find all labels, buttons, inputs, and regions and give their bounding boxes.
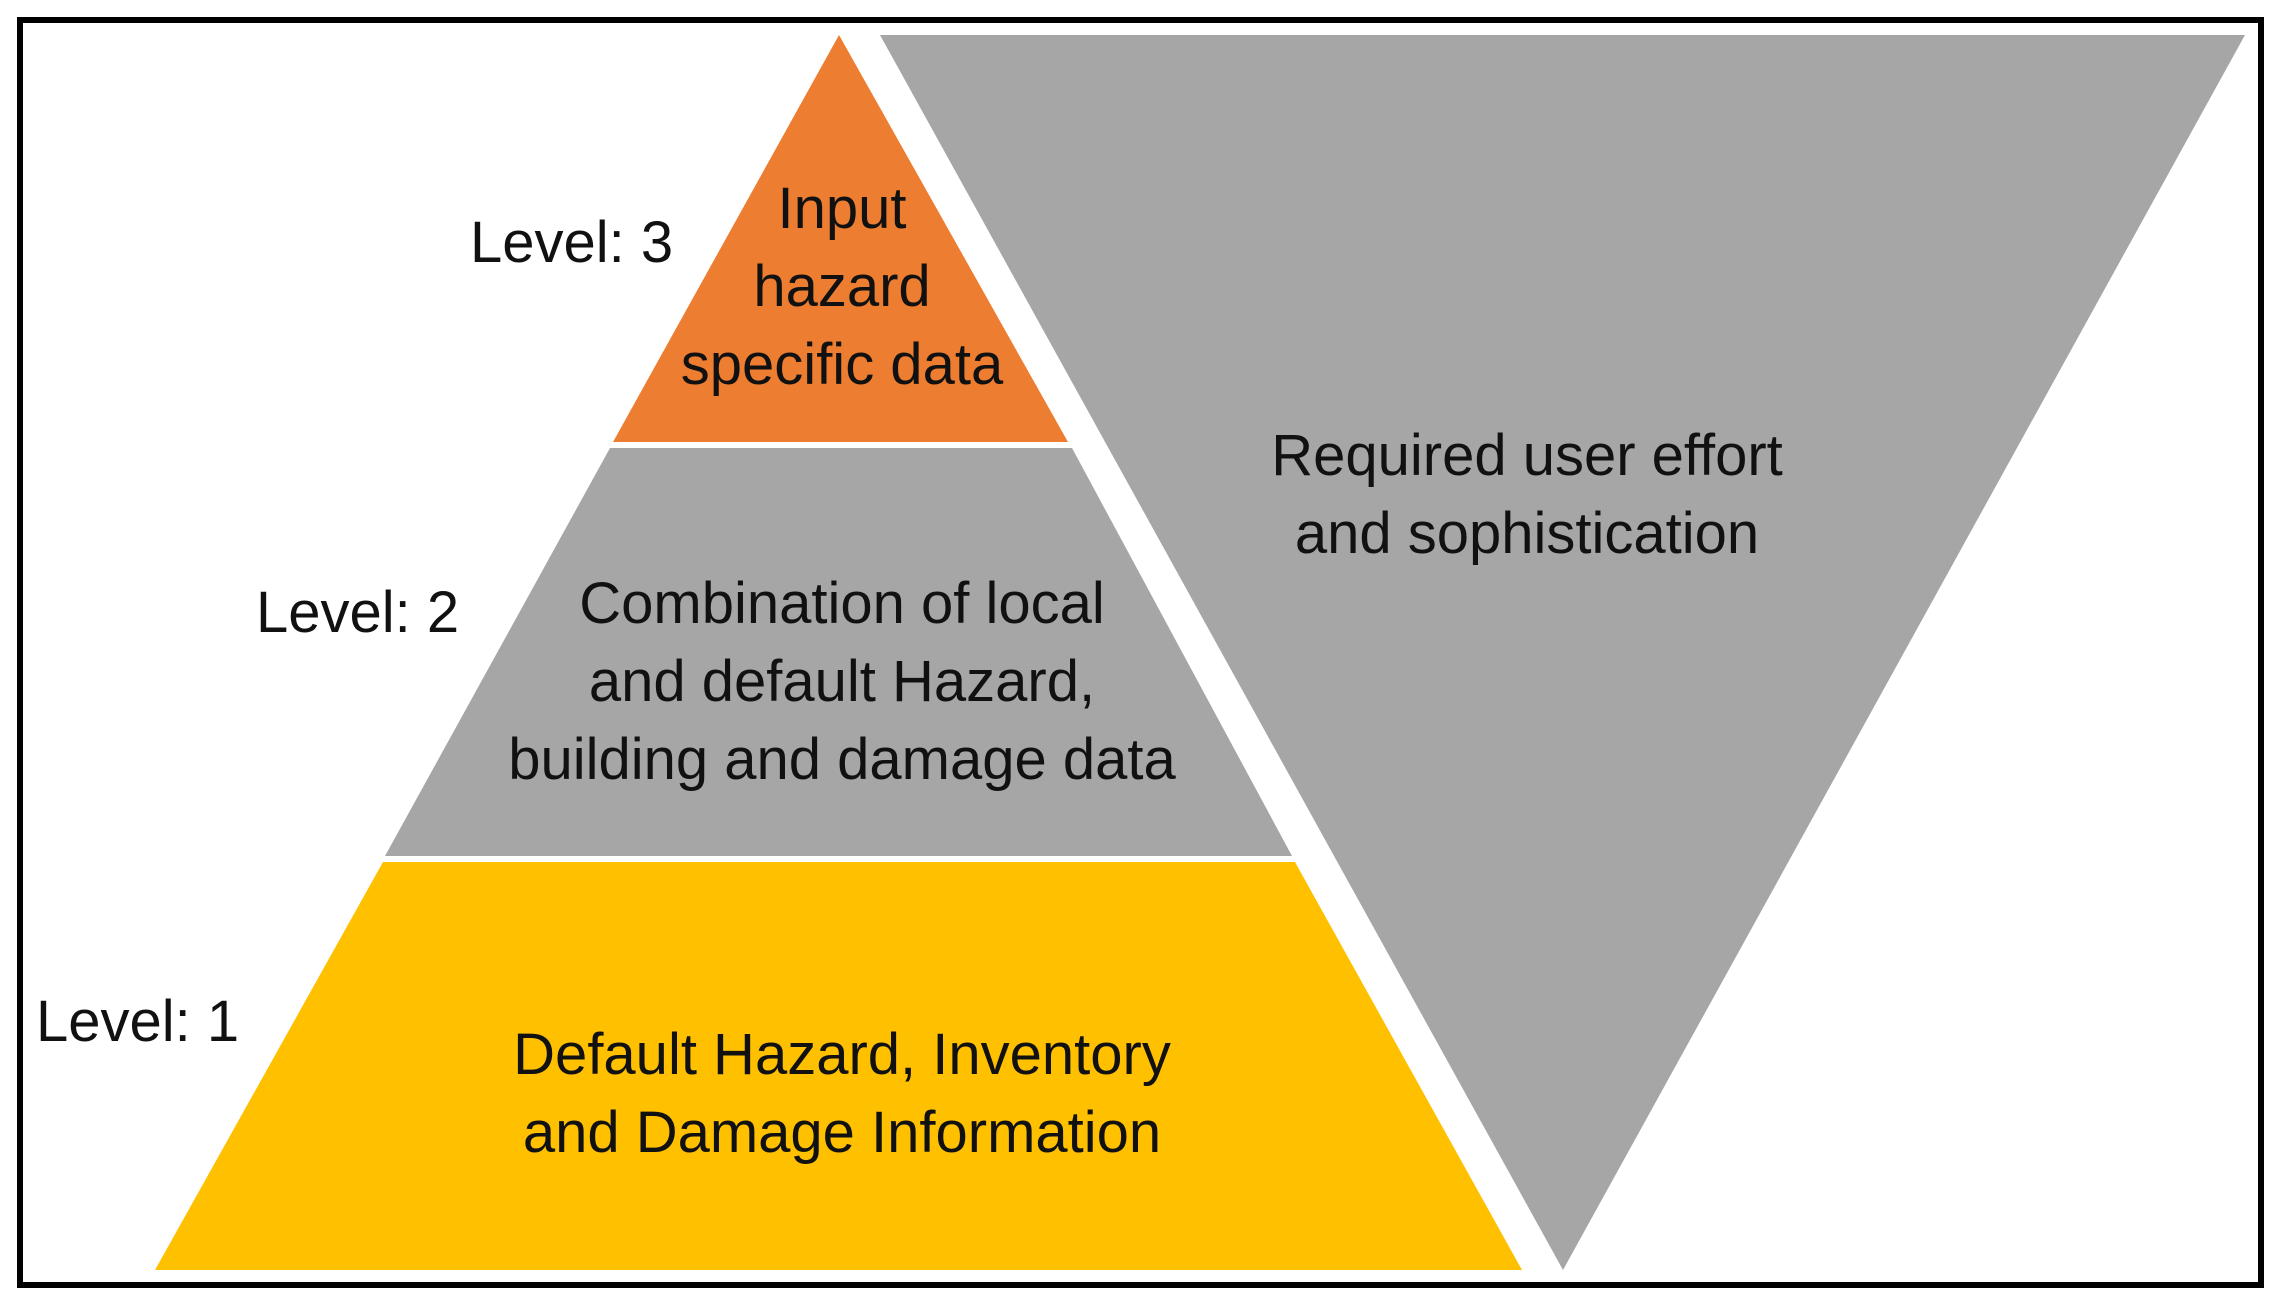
level-2-label: Level: 2 xyxy=(256,580,460,645)
level-2-text: Combination of local and default Hazard,… xyxy=(508,571,1176,792)
level-3-label: Level: 3 xyxy=(470,210,674,275)
effort-triangle-text: Required user effort and sophistication xyxy=(1271,423,1783,566)
effort-triangle-shape xyxy=(880,35,2245,1270)
level-1-text: Default Hazard, Inventory and Damage Inf… xyxy=(513,1022,1171,1165)
level-1-label: Level: 1 xyxy=(36,989,240,1054)
level-3-text: Input hazard specific data xyxy=(680,176,1004,397)
pyramid-level-2-shape xyxy=(385,448,1292,856)
pyramid-level-1-shape xyxy=(155,862,1522,1270)
pyramid-level-3-shape xyxy=(613,35,1068,442)
